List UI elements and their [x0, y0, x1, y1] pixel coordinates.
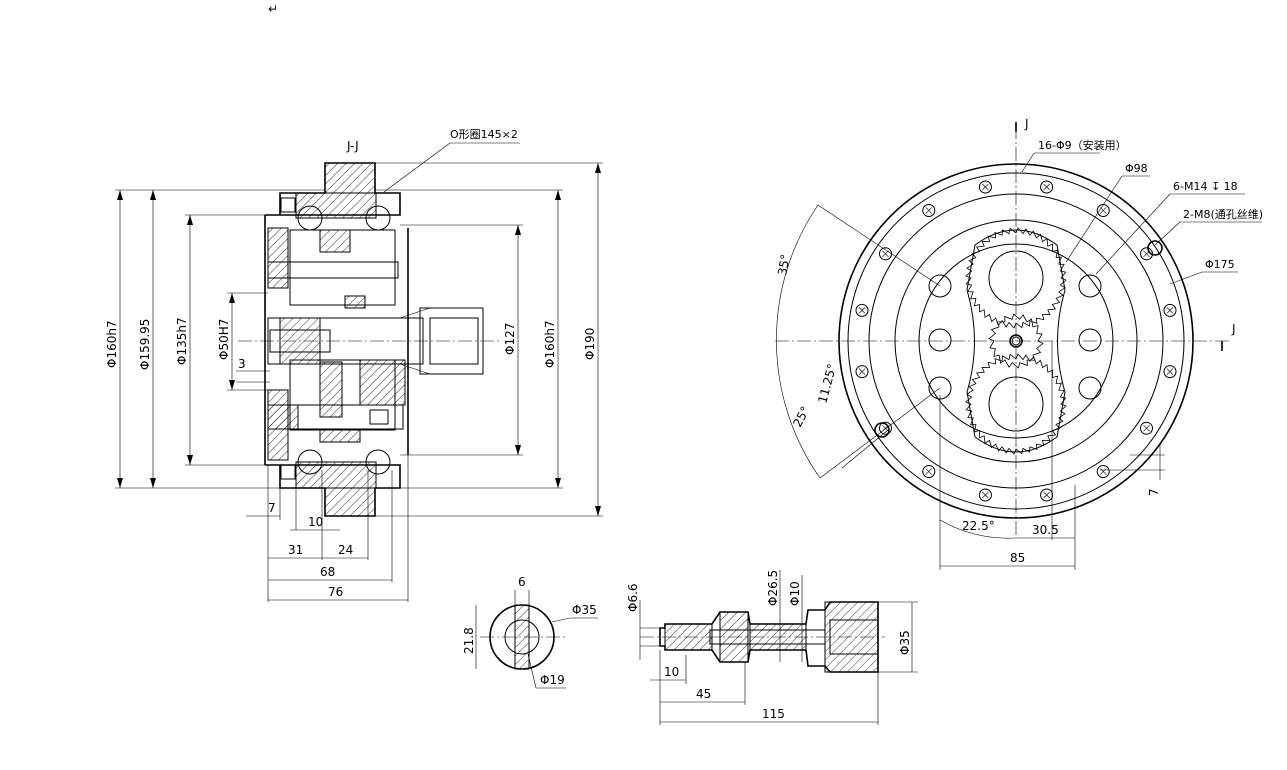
mounting-hole — [855, 365, 869, 379]
dia-10: Φ10 — [788, 581, 802, 606]
pins — [874, 240, 1163, 438]
dia-98-label: Φ98 — [1125, 162, 1148, 175]
mounting-hole — [922, 465, 936, 478]
tapped-holes-label: 6-M14 ↧ 18 — [1173, 180, 1238, 193]
angle-11-25: 11.25° — [815, 362, 839, 405]
mounting-hole — [879, 421, 892, 435]
mounting-hole — [978, 180, 992, 194]
section-view: J-J O形圈145×2 — [105, 128, 603, 602]
dim-7-right: 7 — [1147, 488, 1161, 496]
dim-phi160h7-right: Φ160h7 — [543, 320, 557, 368]
tapped-hole — [928, 328, 952, 352]
dim-7: 7 — [268, 501, 276, 515]
shaft-section: 6 Φ35 21.8 Φ19 — [462, 575, 598, 689]
holes-label: 16-Φ9（安装用） — [1038, 138, 1127, 152]
dia-26-5: Φ26.5 — [766, 570, 780, 606]
mounting-hole — [978, 488, 992, 502]
gears — [965, 227, 1067, 455]
dia-19: Φ19 — [540, 673, 565, 687]
dia-175-label: Φ175 — [1205, 258, 1235, 271]
mounting-hole — [1163, 365, 1177, 379]
return-mark: ↵ — [268, 2, 278, 16]
dim-24: 24 — [338, 543, 353, 557]
tapped-hole — [1078, 376, 1102, 400]
dim-76: 76 — [328, 585, 343, 599]
oring-label: O形圈145×2 — [450, 128, 518, 141]
mounting-hole — [1040, 488, 1054, 502]
m8-label: 2-M8(通孔丝维) — [1183, 208, 1263, 221]
dim-85: 85 — [1010, 551, 1025, 565]
dims-bottom: 7 10 31 24 68 76 — [246, 455, 409, 602]
dia-6-6: Φ6.6 — [626, 583, 640, 612]
mounting-hole — [855, 303, 869, 317]
center-gear — [988, 313, 1044, 369]
dim-10: 10 — [308, 515, 323, 529]
angle-25: 25° — [790, 404, 812, 429]
mounting-hole — [1040, 180, 1054, 194]
dim-45: 45 — [696, 687, 711, 701]
dia-35-shaft: Φ35 — [898, 630, 912, 655]
tapped-hole — [1078, 274, 1102, 298]
dia-35-small: Φ35 — [572, 603, 597, 617]
dim-68: 68 — [320, 565, 335, 579]
tapped-hole — [1078, 328, 1102, 352]
dim-phi135h7: Φ135h7 — [175, 317, 189, 365]
tapped-hole — [928, 274, 952, 298]
dim-phi160h7-left: Φ160h7 — [105, 320, 119, 368]
dim-phi159-95: Φ159.95 — [138, 319, 152, 370]
front-view: J J 16-Φ9（安装用） Φ98 6-M14 ↧ 18 2-M8(通孔丝维)… — [775, 117, 1263, 570]
section-mark-right: J — [1231, 322, 1236, 336]
angle-35: 35° — [775, 253, 792, 276]
section-mark-top: J — [1024, 117, 1029, 131]
dim-6: 6 — [518, 575, 526, 589]
upper-gear — [965, 227, 1067, 329]
mounting-hole — [1163, 303, 1177, 317]
angle-22-5: 22.5° — [962, 519, 995, 533]
dim-phi190: Φ190 — [583, 328, 597, 360]
dim-phi50h7: Φ50H7 — [217, 319, 231, 360]
dim-115: 115 — [762, 707, 785, 721]
section-title: J-J — [346, 139, 359, 153]
dim-30-5: 30.5 — [1032, 523, 1059, 537]
mounting-hole — [1140, 421, 1153, 435]
dim-31: 31 — [288, 543, 303, 557]
lower-gear — [965, 353, 1067, 455]
mounting-hole — [1096, 465, 1110, 478]
dim-10-shaft: 10 — [664, 665, 679, 679]
m8-hole — [874, 422, 890, 438]
dim-phi127: Φ127 — [503, 323, 517, 355]
mounting-hole — [922, 204, 936, 217]
shaft-side-view: Φ6.6 Φ26.5 Φ10 Φ35 10 45 115 — [626, 570, 918, 725]
dim-3: 3 — [238, 357, 246, 371]
dim-21-8: 21.8 — [462, 627, 476, 654]
m8-hole — [1147, 240, 1163, 256]
dims-right: Φ127 Φ160h7 Φ190 — [375, 162, 603, 517]
dims-left: Φ160h7 Φ159.95 Φ135h7 Φ50H7 3 — [105, 189, 325, 489]
